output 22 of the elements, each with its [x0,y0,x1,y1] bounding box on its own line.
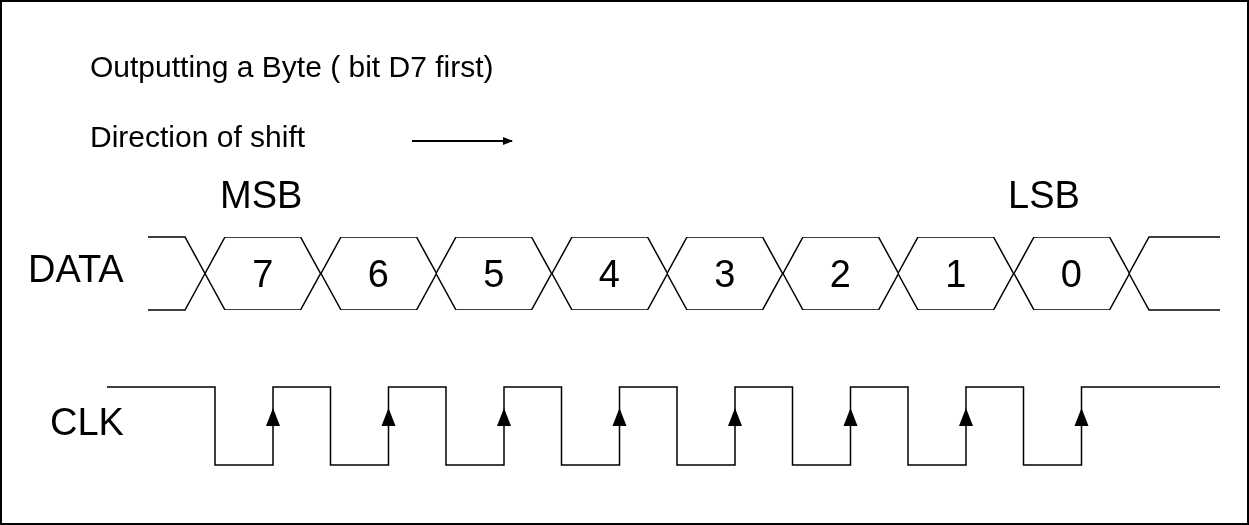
bit-cell [205,237,321,310]
bit-cell [898,237,1014,310]
bit-number: 6 [367,254,389,293]
bit-number: 4 [598,254,620,293]
signal-name: DATA [28,250,124,288]
bit-number: 1 [945,254,967,293]
bit-cell [551,237,667,310]
lsb-label: LSB [1008,176,1080,214]
bit-cell [1013,237,1129,310]
bit-cell [782,237,898,310]
signal-name: CLK [50,403,124,441]
title: Outputting a Byte ( bit D7 first) [90,52,494,82]
bit-cell [320,237,436,310]
bit-number: 5 [483,254,505,293]
bit-number: 0 [1060,254,1082,293]
direction-label: Direction of shift [90,122,306,152]
bit-number: 3 [714,254,736,293]
msb-label: MSB [220,176,303,214]
bit-number: 2 [829,254,851,293]
bit-cell [436,237,552,310]
bit-cell [667,237,783,310]
bit-number: 7 [252,254,274,293]
